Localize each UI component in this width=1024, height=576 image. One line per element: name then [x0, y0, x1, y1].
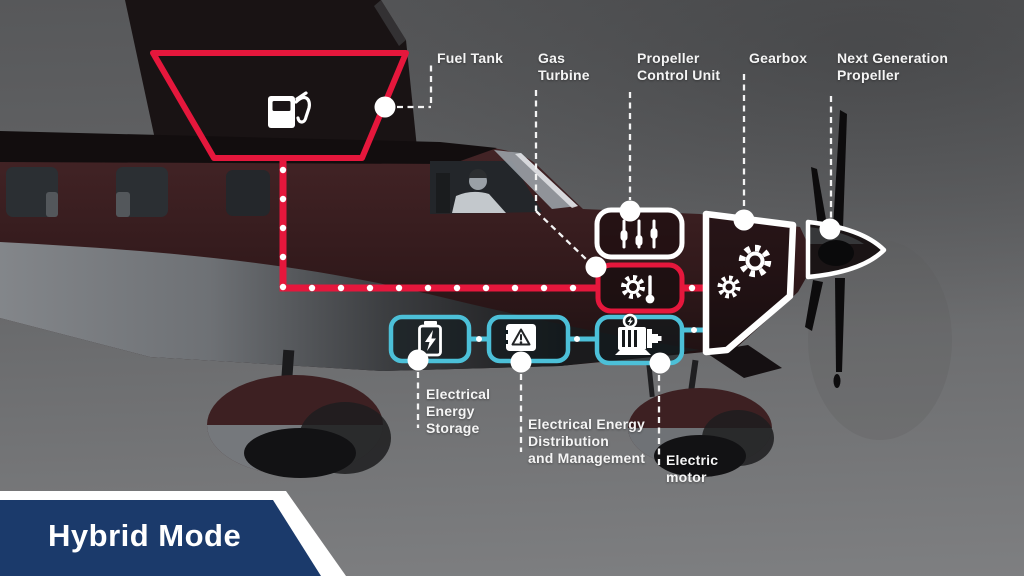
dot-fuel-tank [374, 96, 396, 118]
leader-gas-turbine [534, 90, 589, 262]
passenger-windows [6, 167, 270, 217]
mode-banner [0, 491, 346, 576]
fuel-tank-label: Fuel Tank [437, 50, 504, 66]
fuel-tank-outline [150, 50, 409, 161]
dot-propeller [819, 218, 841, 240]
leader-lines [397, 64, 833, 468]
propeller-blades [805, 110, 847, 388]
dot-gearbox [733, 209, 755, 231]
dot-storage [407, 349, 429, 371]
gearbox-shape [702, 210, 797, 356]
landing-gear-right [628, 359, 774, 477]
gear-thermometer-icon [621, 275, 655, 304]
battery-icon [418, 321, 442, 357]
leader-fuel-tank [397, 64, 433, 109]
electrical-energy-distribution-label: Electrical Energy Distribution and Manag… [528, 416, 646, 466]
electrical-energy-storage-label: Electrical Energy Storage [426, 386, 491, 436]
wing-highlight [374, 0, 406, 46]
warning-panel-icon [505, 324, 536, 351]
electric-motor-label: Electric motor [666, 452, 719, 485]
gas-turbine-label: Gas Turbine [538, 50, 590, 83]
windshield-frame [515, 153, 578, 208]
dot-gas-turbine [585, 256, 607, 278]
gearbox-label: Gearbox [749, 50, 808, 66]
sliders-icon [620, 219, 658, 249]
dot-distribution [510, 351, 532, 373]
pilot [436, 169, 506, 213]
propeller-control-unit-label: Propeller Control Unit [637, 50, 721, 83]
electric-line-dots [476, 327, 697, 342]
fuel-pump-icon [268, 91, 311, 128]
motor-icon [615, 313, 662, 355]
fuel-line-dots [279, 166, 696, 292]
mode-banner-label: Hybrid Mode [48, 518, 242, 553]
landing-gear-left [207, 349, 391, 478]
dot-motor [649, 352, 671, 374]
gears-icon [717, 244, 772, 299]
anchor-dots [374, 96, 841, 374]
next-generation-propeller-label: Next Generation Propeller [837, 50, 949, 83]
wing [125, 0, 417, 158]
system-diagram [150, 50, 887, 468]
cabin-roof [0, 131, 497, 164]
banner-plate [0, 500, 321, 576]
dot-pcu [619, 200, 641, 222]
